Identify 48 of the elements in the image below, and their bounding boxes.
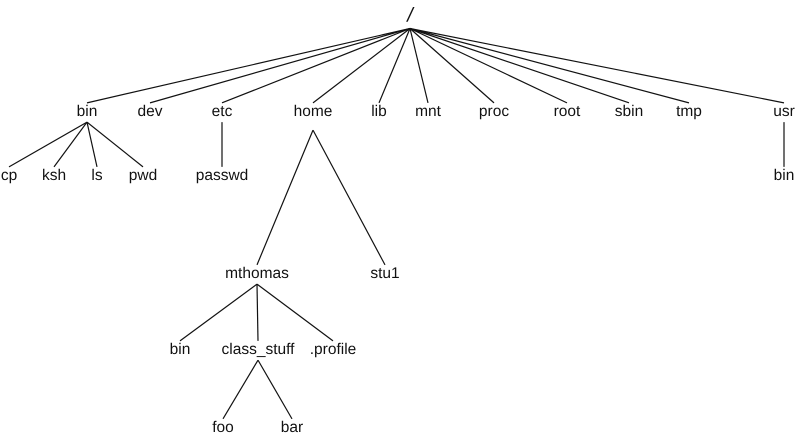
connector-line [8, 122, 88, 168]
connector-line [222, 360, 259, 420]
connector-line [150, 28, 410, 104]
connector-line [86, 122, 144, 168]
connector-line [410, 28, 494, 104]
directory-label: dev [138, 104, 162, 120]
connector-line [256, 284, 259, 341]
connector-line [221, 122, 223, 167]
connector-line [54, 122, 88, 168]
directory-label: lib [371, 104, 387, 120]
directory-label: ls [91, 168, 103, 184]
directory-label: usr [773, 104, 795, 120]
directory-label: etc [212, 104, 232, 120]
directory-label: foo [212, 420, 234, 436]
directory-label: pwd [128, 168, 158, 184]
directory-label: bin [170, 342, 190, 358]
connector-line [86, 122, 98, 167]
directory-label: ksh [42, 168, 66, 184]
directory-label: sbin [614, 104, 644, 120]
connector-line [256, 284, 334, 342]
directory-label: bar [280, 420, 304, 436]
connector-line [312, 130, 386, 266]
connector-line [410, 28, 568, 104]
connector-line [256, 130, 314, 266]
connector-line [378, 28, 411, 104]
connector-line [257, 360, 293, 420]
directory-label: mnt [415, 104, 441, 120]
connector-line [410, 28, 690, 104]
connector-line [410, 28, 784, 104]
directory-label: stu1 [370, 266, 400, 282]
directory-label: bin [774, 168, 794, 184]
directory-label: cp [0, 168, 18, 184]
directory-label: .profile [310, 342, 356, 358]
connector-line [783, 122, 785, 167]
directory-label: mthomas [225, 266, 289, 282]
directory-label: tmp [676, 104, 702, 120]
root-directory-label: / [407, 6, 413, 26]
connector-line [180, 284, 258, 342]
directory-label: bin [76, 104, 98, 120]
directory-label: class_stuff [222, 342, 294, 358]
directory-label: home [294, 104, 332, 120]
connector-line [312, 28, 410, 104]
directory-label: passwd [196, 168, 248, 184]
connector-line [410, 28, 630, 104]
connector-line [409, 28, 429, 103]
directory-label: root [554, 104, 580, 120]
connector-line [222, 28, 410, 104]
directory-label: proc [478, 104, 510, 120]
